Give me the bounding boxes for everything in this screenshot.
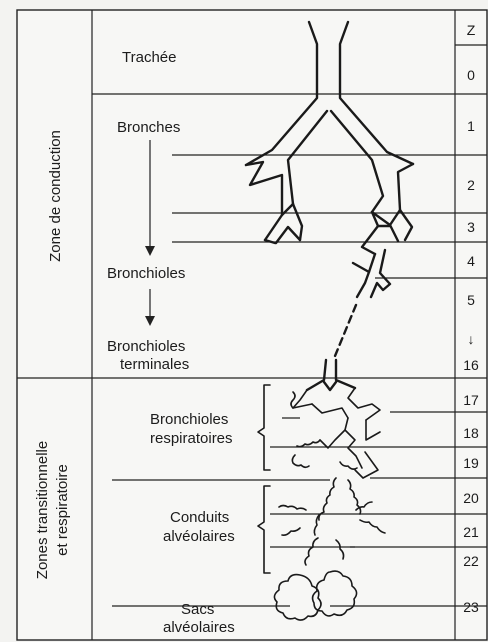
label-bronchioles-respiratoires-1: Bronchioles: [150, 411, 228, 428]
z-level-0: 0: [467, 67, 475, 83]
z-header: Z: [467, 22, 476, 38]
z-continuation-arrow: ↓: [468, 331, 475, 347]
label-sacs-alveolaires-1: Sacs: [181, 601, 214, 618]
label-bronchioles-respiratoires-2: respiratoires: [150, 430, 233, 447]
z-level-3: 3: [467, 219, 475, 235]
label-conduits-alveolaires-1: Conduits: [170, 509, 229, 526]
z-level-16: 16: [463, 357, 479, 373]
label-bronchioles-terminales-2: terminales: [120, 356, 189, 373]
z-level-5: 5: [467, 292, 475, 308]
label-trachee: Trachée: [122, 49, 176, 66]
z-level-22: 22: [463, 553, 479, 569]
label-bronchioles: Bronchioles: [107, 265, 185, 282]
label-bronchioles-terminales-1: Bronchioles: [107, 338, 185, 355]
z-level-1: 1: [467, 118, 475, 134]
label-bronches: Bronches: [117, 119, 180, 136]
z-level-21: 21: [463, 524, 479, 540]
z-level-19: 19: [463, 455, 479, 471]
z-level-2: 2: [467, 177, 475, 193]
zone-transition-label-line1: Zones transitionnelle: [34, 441, 51, 579]
z-level-18: 18: [463, 425, 479, 441]
outer-frame: [17, 10, 487, 640]
label-conduits-alveolaires-2: alvéolaires: [163, 528, 235, 545]
z-level-17: 17: [463, 392, 479, 408]
z-level-23: 23: [463, 599, 479, 615]
zone-conduction-label: Zone de conduction: [47, 130, 64, 262]
label-sacs-alveolaires-2: alvéolaires: [163, 619, 235, 636]
z-level-4: 4: [467, 253, 475, 269]
zone-transition-label-line2: et respiratoire: [54, 464, 71, 556]
z-level-20: 20: [463, 490, 479, 506]
